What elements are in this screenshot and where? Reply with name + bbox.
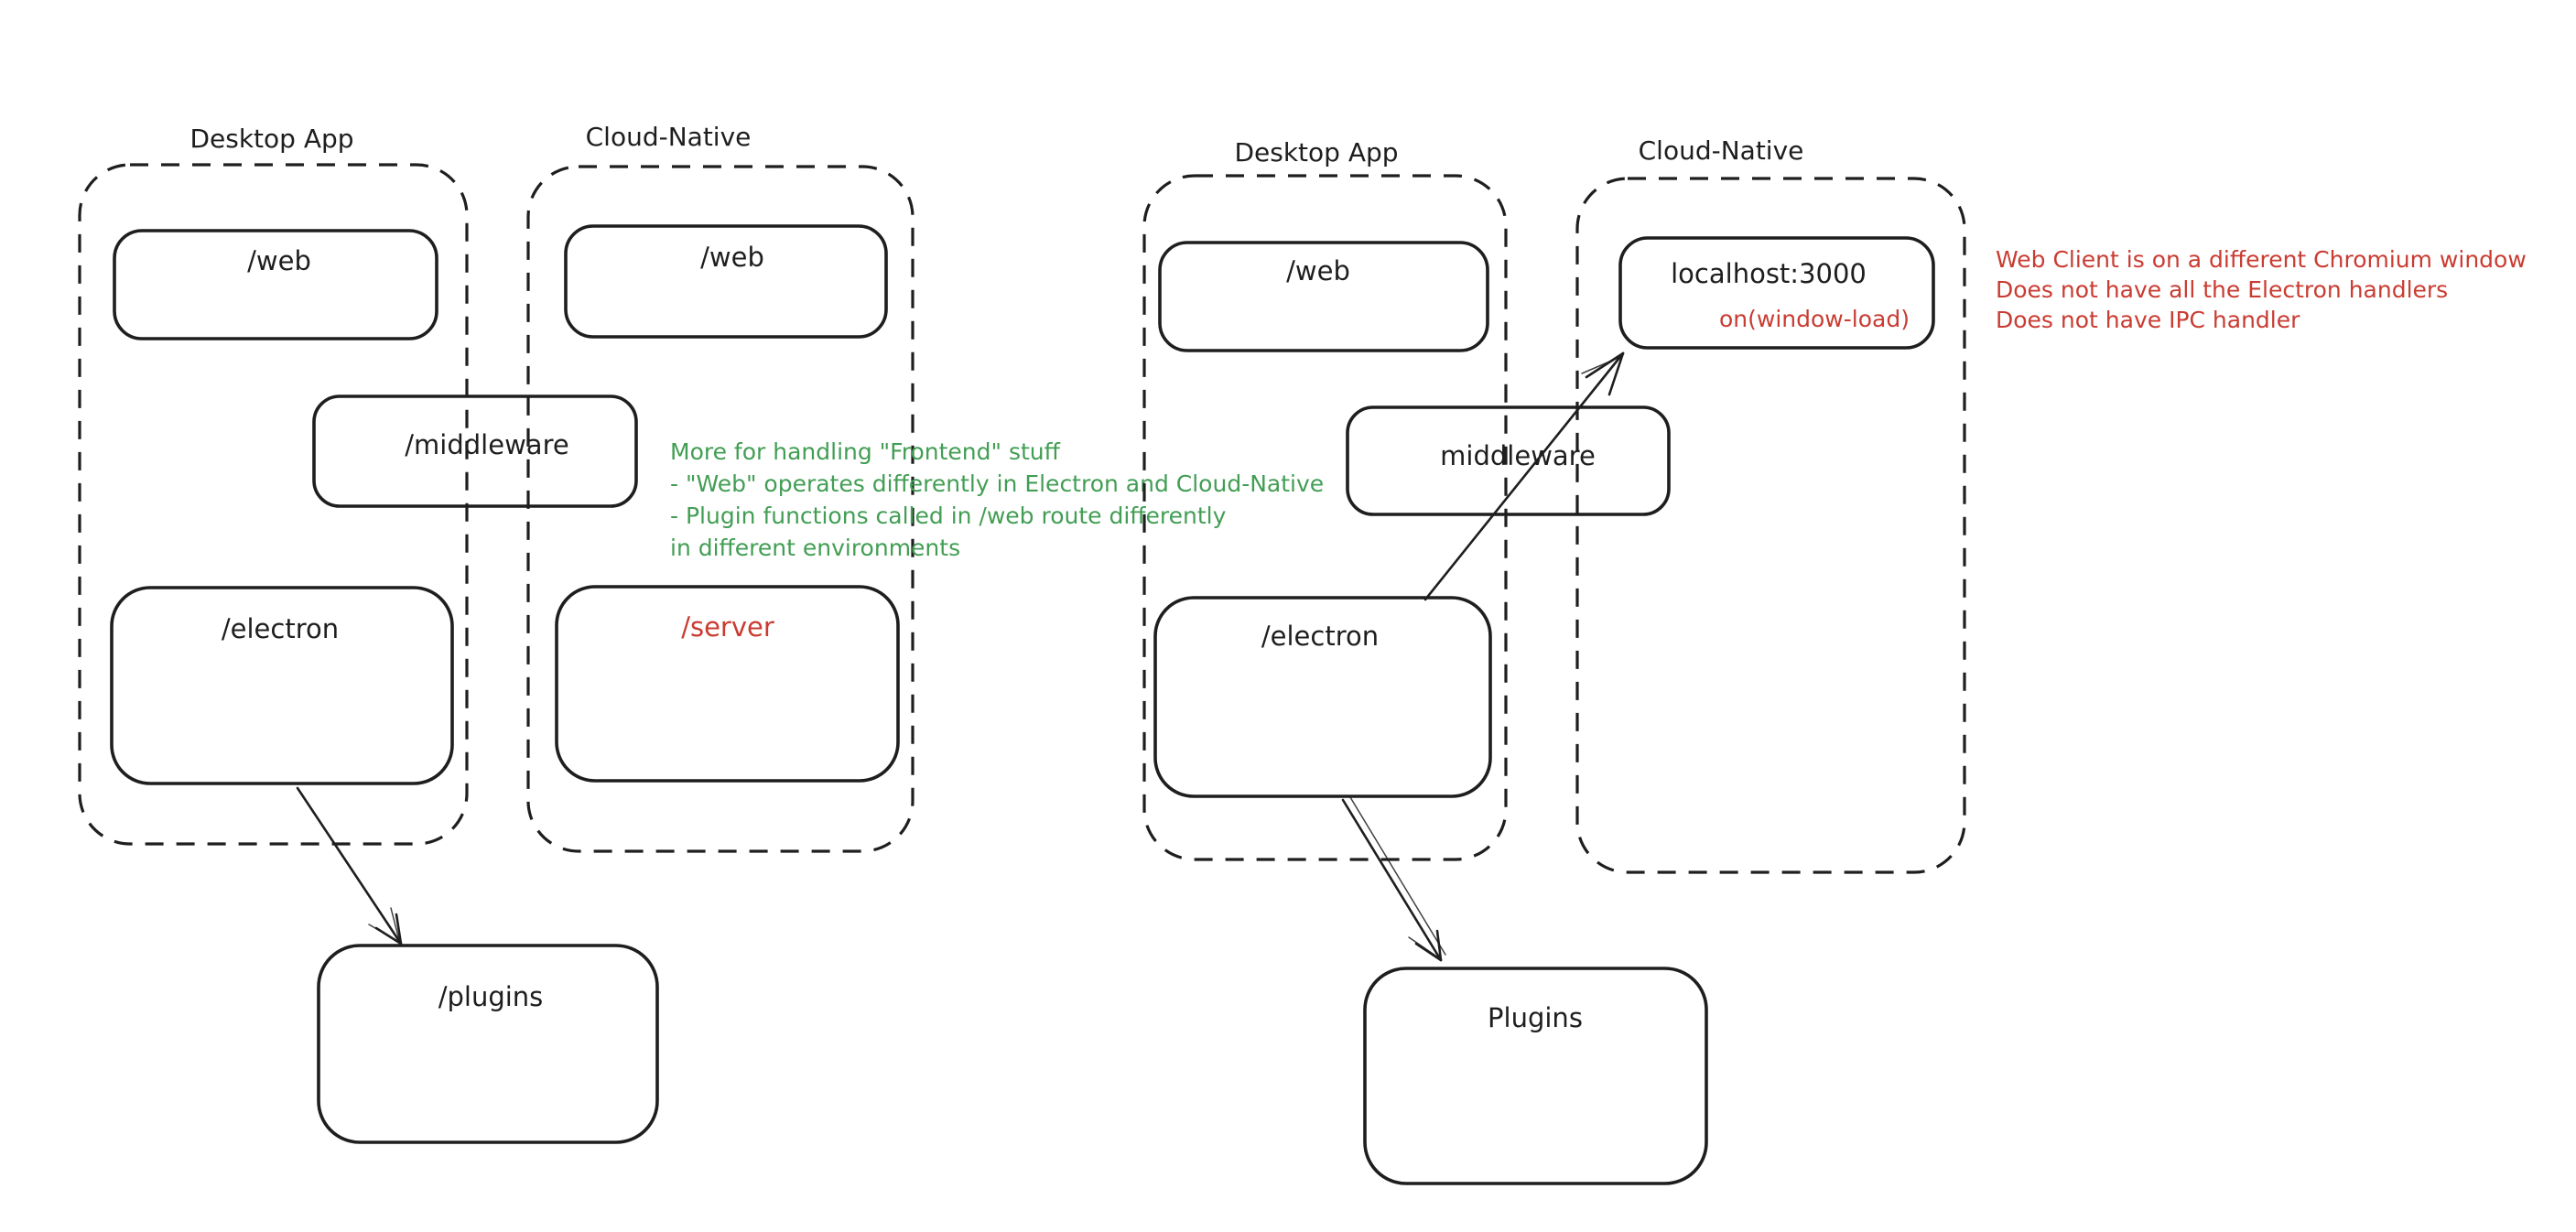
left-desktop-app-container (78, 163, 469, 846)
localhost-label: localhost:3000 (1671, 258, 1867, 289)
left-diagram: Desktop App Cloud-Native /web /web /midd… (78, 122, 1324, 1144)
left-plugins-box (317, 944, 659, 1144)
svg-text:More for handling "Frontend" s: More for handling "Frontend" stuff (670, 438, 1061, 465)
left-web-cloud-box (564, 224, 888, 339)
right-diagram: Desktop App Cloud-Native /web localhost:… (1142, 135, 2527, 1185)
localhost-box (1618, 236, 1935, 350)
right-electron-box (1153, 596, 1492, 798)
svg-text:in different environments: in different environments (670, 535, 960, 561)
svg-text:Web Client is on a different C: Web Client is on a different Chromium wi… (1996, 246, 2527, 273)
electron-to-plugins-arrow-right (1341, 796, 1446, 962)
left-server-box (555, 585, 900, 783)
electron-to-plugins-arrow-left (296, 786, 403, 946)
right-middleware-box (1346, 405, 1671, 516)
svg-text:- Plugin functions called in /: - Plugin functions called in /web route … (670, 503, 1227, 529)
left-web-desktop-box (113, 229, 438, 340)
right-middleware-label: middleware (1440, 440, 1596, 471)
left-server-label: /server (681, 611, 774, 643)
left-plugins-label: /plugins (438, 981, 544, 1012)
right-cloud-native-container (1575, 177, 1966, 874)
electron-to-localhost-arrow (1423, 351, 1625, 601)
right-desktop-app-container (1142, 174, 1508, 861)
left-middleware-box (312, 394, 638, 508)
svg-text:Does not have IPC handler: Does not have IPC handler (1996, 307, 2300, 333)
right-plugins-label: Plugins (1488, 1002, 1583, 1033)
left-cloud-native-label: Cloud-Native (586, 122, 752, 152)
right-electron-label: /electron (1261, 621, 1379, 652)
svg-text:Does not have all the Electron: Does not have all the Electron handlers (1996, 276, 2448, 303)
localhost-event-label: on(window-load) (1719, 306, 1910, 332)
left-web-desktop-label: /web (247, 245, 311, 276)
left-cloud-native-container (526, 165, 915, 853)
right-desktop-app-label: Desktop App (1234, 137, 1398, 168)
svg-text:- "Web" operates differently i: - "Web" operates differently in Electron… (670, 470, 1324, 497)
right-cloud-native-label: Cloud-Native (1639, 135, 1804, 166)
right-plugins-box (1363, 967, 1708, 1185)
left-desktop-app-label: Desktop App (189, 124, 353, 154)
green-annotation: More for handling "Frontend" stuff - "We… (670, 438, 1324, 561)
left-electron-label: /electron (222, 613, 339, 644)
right-web-label: /web (1286, 255, 1350, 286)
red-annotation: Web Client is on a different Chromium wi… (1996, 246, 2527, 333)
right-web-box (1158, 241, 1489, 352)
left-web-cloud-label: /web (700, 242, 764, 273)
left-middleware-label: /middleware (405, 429, 568, 460)
left-electron-box (110, 586, 454, 785)
